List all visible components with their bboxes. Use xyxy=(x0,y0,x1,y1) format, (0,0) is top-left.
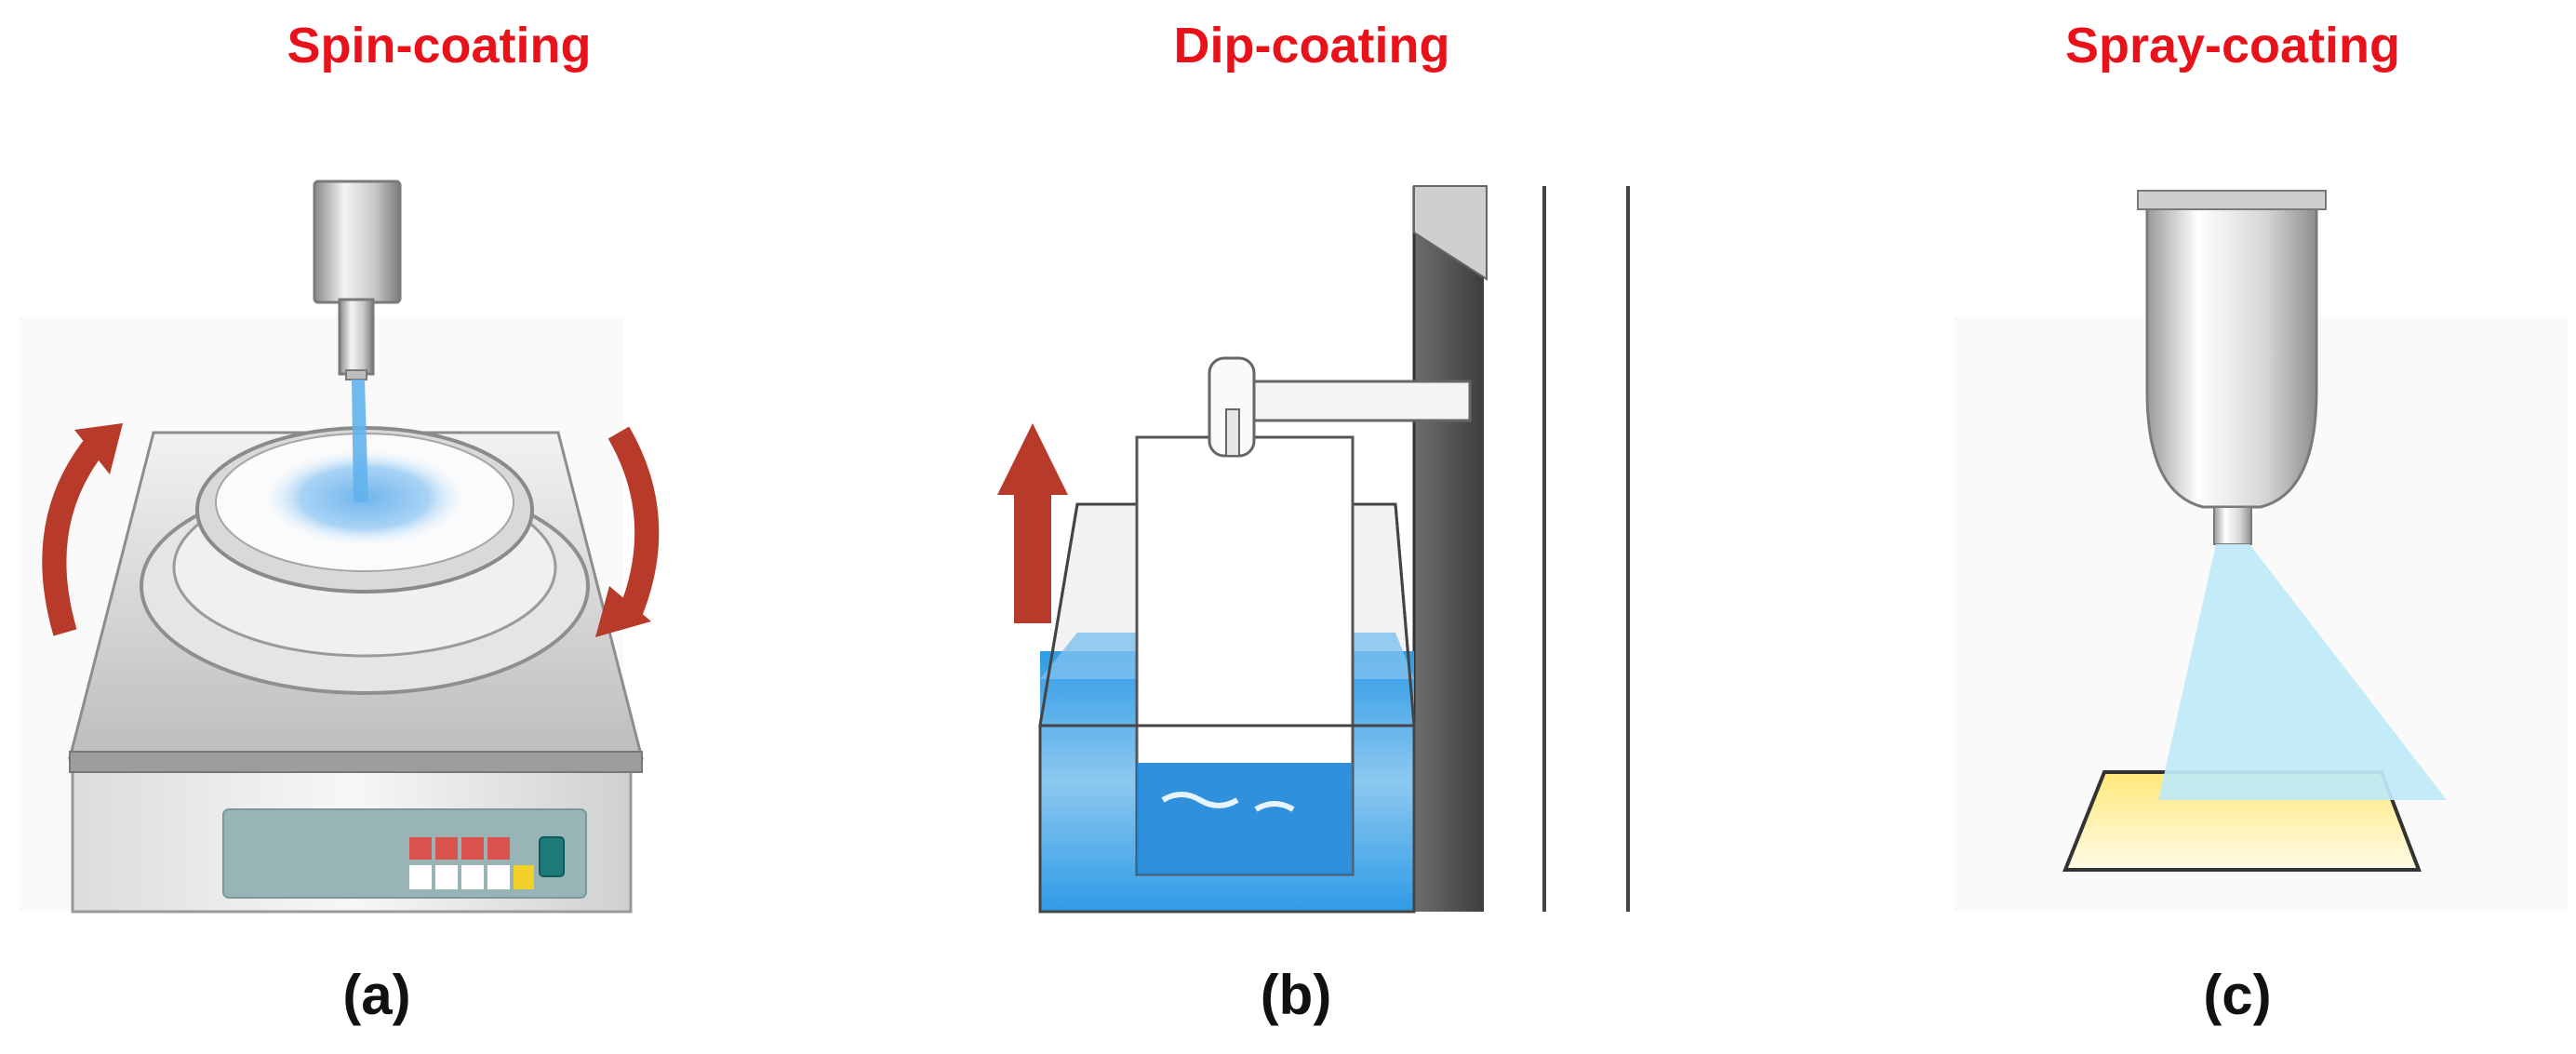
dip-coater xyxy=(997,185,1630,914)
caption-c: (c) xyxy=(2203,964,2272,1026)
spray-nozzle-body xyxy=(2145,198,2318,509)
spray-cone xyxy=(2158,544,2447,800)
spin-dispenser-nozzle xyxy=(338,298,375,376)
spin-coater-plate-edge xyxy=(69,751,643,773)
rotation-arrow-right xyxy=(607,426,660,624)
dip-lift-arrow-head xyxy=(997,423,1068,495)
caption-b: (b) xyxy=(1260,964,1332,1026)
dip-substrate-coated xyxy=(1137,763,1353,874)
caption-a: (a) xyxy=(342,964,411,1026)
spray-coating-title: Spray-coating xyxy=(2064,18,2401,73)
spin-control-leds xyxy=(409,836,565,889)
spray-nozzle-tip xyxy=(2213,506,2252,545)
dip-clamp-arm xyxy=(1245,380,1472,422)
spin-coater xyxy=(19,180,660,914)
spin-liquid-stream xyxy=(352,380,368,502)
dip-lift-arrow-shaft xyxy=(1014,493,1051,623)
rotation-arrow-left-head xyxy=(74,423,123,474)
rotation-arrow-right-head xyxy=(595,586,651,637)
dip-coating-title: Dip-coating xyxy=(1173,18,1450,73)
spin-dispenser-head xyxy=(313,180,402,304)
dip-rail-dark xyxy=(1414,186,1484,912)
dip-tank-front xyxy=(1038,724,1416,914)
spray-coater xyxy=(1954,190,2568,912)
rotation-arrow-left xyxy=(42,434,108,636)
spin-coating-title: Spin-coating xyxy=(287,18,592,73)
